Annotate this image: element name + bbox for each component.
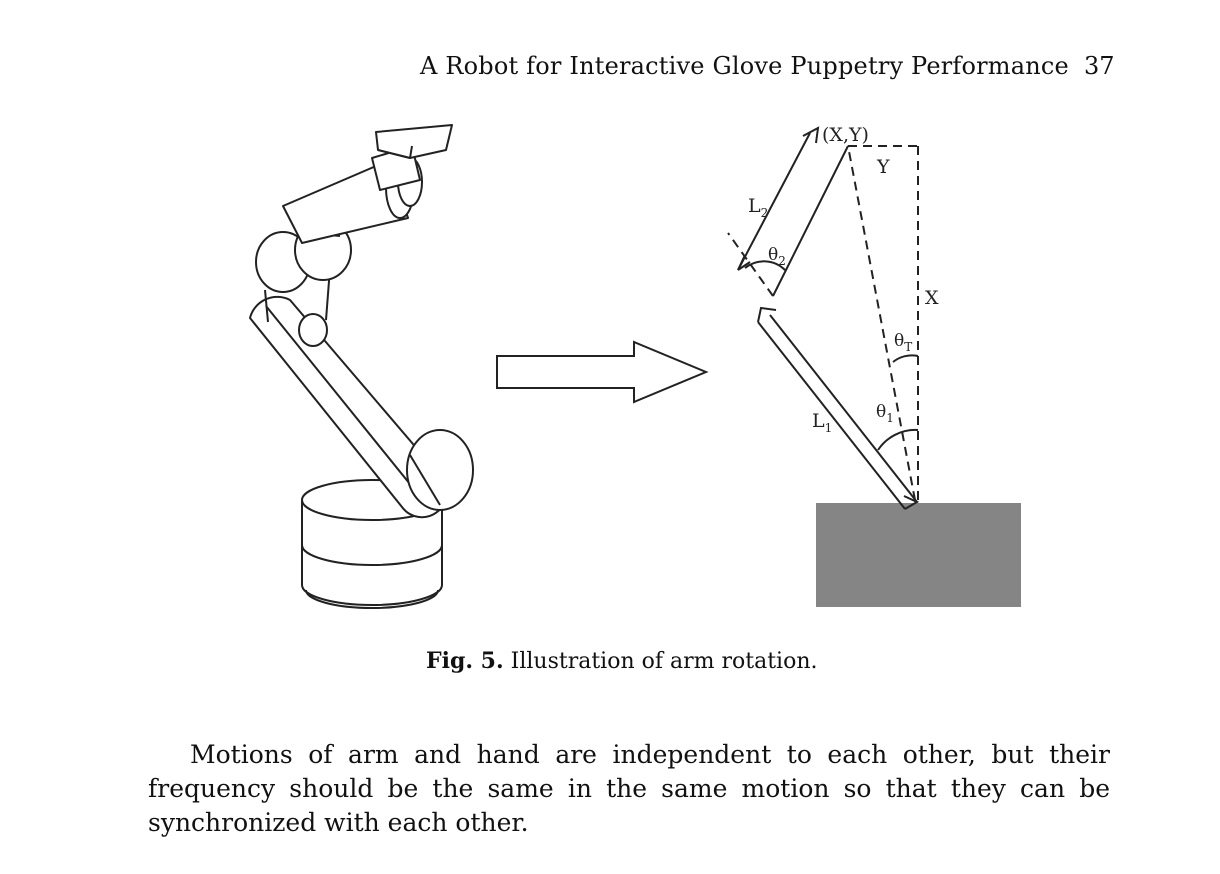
label-theta1: θ1 bbox=[876, 402, 894, 425]
label-l1: L1 bbox=[812, 410, 832, 435]
figure-caption: Fig. 5. Illustration of arm rotation. bbox=[426, 648, 818, 674]
kinematic-diagram: (X,Y) Y X L2 L1 θ2 θT θ1 bbox=[727, 124, 1021, 607]
caption-text: Illustration of arm rotation. bbox=[503, 649, 818, 674]
label-x: X bbox=[925, 287, 939, 309]
label-y: Y bbox=[876, 156, 890, 178]
thetaT-arc bbox=[892, 354, 919, 363]
label-l2: L2 bbox=[748, 195, 768, 220]
theta2-arc bbox=[744, 260, 786, 271]
label-theta2: θ2 bbox=[768, 245, 786, 268]
body-paragraph: Motions of arm and hand are independent … bbox=[148, 740, 1110, 837]
running-title: A Robot for Interactive Glove Puppetry P… bbox=[420, 52, 1069, 80]
link-l2-arrow bbox=[737, 132, 849, 297]
link-l1-arrow bbox=[757, 314, 918, 510]
robot-arm-drawing bbox=[249, 124, 474, 609]
base-block bbox=[816, 503, 1021, 607]
label-thetaT: θT bbox=[894, 331, 912, 354]
dashed-target-line bbox=[847, 145, 916, 501]
theta1-arc bbox=[877, 428, 919, 451]
transform-arrow bbox=[496, 340, 709, 404]
label-point-xy: (X,Y) bbox=[822, 124, 869, 146]
caption-label: Fig. 5. bbox=[426, 648, 504, 674]
page-number: 37 bbox=[1084, 52, 1115, 80]
